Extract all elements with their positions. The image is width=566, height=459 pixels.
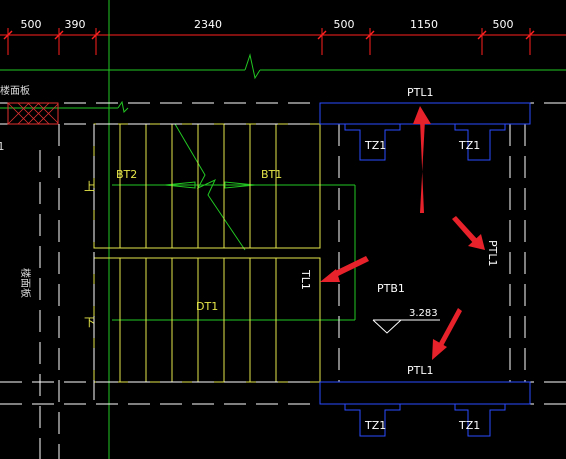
label-ptl1-top: PTL1: [407, 86, 433, 99]
dim-label-390: 390: [65, 18, 86, 31]
arrow-to-tl1: [320, 256, 369, 282]
label-bt1: BT1: [261, 168, 282, 181]
left-label-mid: 楼面板: [19, 268, 32, 298]
arrow-to-ptl1-bottom: [432, 308, 462, 360]
dim-label-500-b: 500: [334, 18, 355, 31]
dim-label-1150: 1150: [410, 18, 438, 31]
label-ptb1: PTB1: [377, 282, 405, 295]
dim-label-500-c: 500: [493, 18, 514, 31]
dimension-line: [0, 28, 566, 55]
label-tz1-bottom-left: TZ1: [364, 419, 386, 432]
label-bt2: BT2: [116, 168, 137, 181]
label-ptl1-bottom: PTL1: [407, 364, 433, 377]
arrow-to-ptl1-top: [413, 106, 431, 213]
hatched-column: [7, 102, 59, 125]
label-tl1: TL1: [299, 269, 312, 290]
label-elevation: 3.283: [409, 308, 438, 319]
dim-label-500-a: 500: [21, 18, 42, 31]
label-tz1-top-right: TZ1: [458, 139, 480, 152]
left-label-tz: Z1: [0, 140, 5, 153]
label-ptl1-right: PTL1: [486, 240, 499, 266]
annotation-arrows: [320, 106, 485, 360]
arrow-to-ptl1-right: [452, 216, 485, 250]
dim-label-2340: 2340: [194, 18, 222, 31]
walls: [0, 102, 566, 459]
label-down: 下: [84, 316, 95, 329]
left-label-top: 楼面板: [0, 84, 30, 97]
label-tz1-bottom-right: TZ1: [458, 419, 480, 432]
label-tz1-top-left: TZ1: [364, 139, 386, 152]
label-dt1: DT1: [196, 300, 218, 313]
label-up: 上: [84, 180, 95, 193]
stair-flights: [93, 123, 321, 383]
elevation-symbol: [372, 319, 440, 334]
